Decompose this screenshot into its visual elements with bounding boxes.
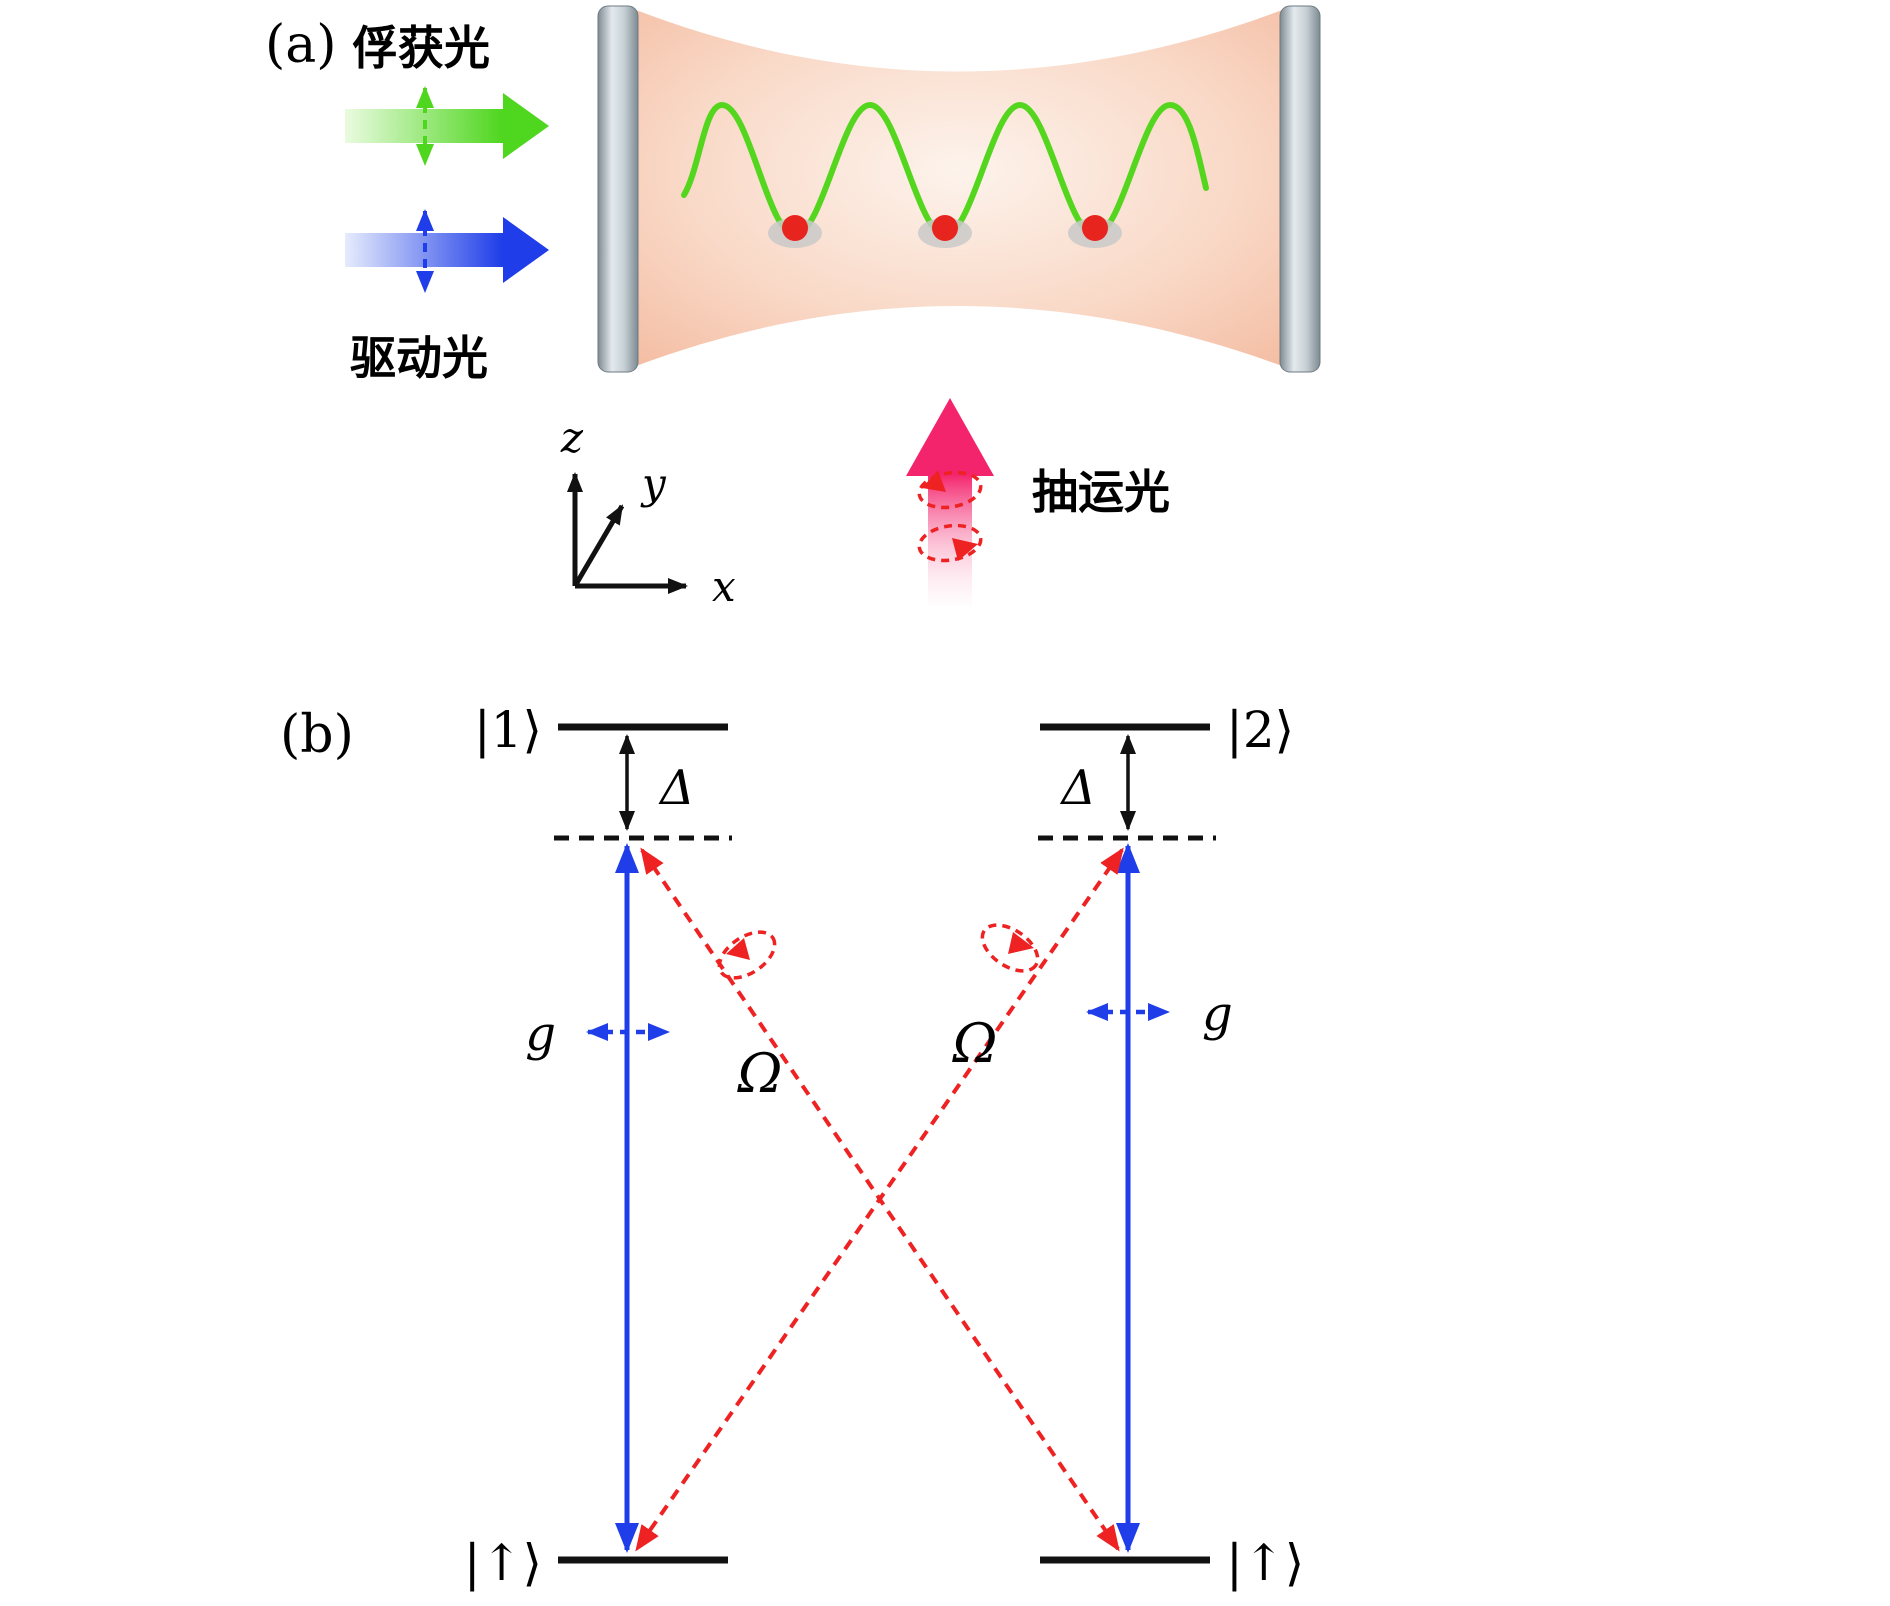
trapping-light-label: 俘获光 bbox=[352, 21, 490, 75]
cavity-mirror-right bbox=[1279, 5, 1321, 373]
rabi-label-left: Ω bbox=[737, 1042, 783, 1105]
atom-3 bbox=[1068, 215, 1122, 248]
axis-z-label: z bbox=[560, 413, 584, 462]
pump-polarization-ellipse-top bbox=[917, 470, 983, 510]
cavity-mode-shape bbox=[636, 10, 1282, 366]
transition-polarization-ellipse-right bbox=[980, 923, 1040, 973]
atom-dot bbox=[1082, 215, 1108, 241]
level-label-ground-right: |↑⟩ bbox=[1226, 1534, 1304, 1592]
panel-a-label: (a) bbox=[265, 15, 337, 75]
detuning-label-left: Δ bbox=[658, 760, 695, 816]
trapping-light-arrow-head bbox=[503, 93, 549, 159]
panel-a: (a) 俘获光 驱动光 bbox=[265, 5, 1321, 611]
level-label-ground-left: |↑⟩ bbox=[464, 1534, 542, 1592]
cavity-mirror-left bbox=[597, 5, 639, 373]
axis-y-label: y bbox=[640, 459, 667, 508]
coupling-label-left: g bbox=[525, 1006, 556, 1062]
atom-2 bbox=[918, 215, 972, 248]
transition-polarization-ellipse-left bbox=[717, 930, 777, 980]
transition-polarization-arrowhead-right bbox=[1008, 932, 1034, 954]
atom-1 bbox=[768, 215, 822, 248]
pump-polarization-ellipse-bottom bbox=[917, 523, 983, 563]
detuning-label-right: Δ bbox=[1059, 760, 1096, 816]
level-label-excited-1: |1⟩ bbox=[474, 701, 542, 759]
transition-polarization-arrowhead-left bbox=[726, 938, 750, 960]
atom-dot bbox=[782, 215, 808, 241]
axis-x-label: x bbox=[712, 562, 736, 611]
atom-dot bbox=[932, 215, 958, 241]
coupling-label-right: g bbox=[1202, 986, 1233, 1042]
pump-polarization-arrowhead-bottom bbox=[952, 538, 978, 561]
driving-light-label: 驱动光 bbox=[350, 331, 488, 385]
pump-transition-right-to-left bbox=[635, 847, 1124, 1552]
pump-light-arrow-body bbox=[928, 474, 972, 606]
axis-y-line bbox=[572, 504, 625, 588]
pump-polarization-arrowhead-top bbox=[922, 470, 946, 492]
panel-b: (b) |1⟩ |2⟩ Δ Δ |↑⟩ |↑⟩ g g bbox=[280, 701, 1304, 1592]
pump-light-label: 抽运光 bbox=[1032, 465, 1170, 519]
driving-light-arrow-head bbox=[503, 217, 549, 283]
pump-light-arrow-head bbox=[906, 398, 994, 476]
panel-b-label: (b) bbox=[280, 705, 354, 765]
rabi-label-right: Ω bbox=[952, 1012, 998, 1075]
level-label-excited-2: |2⟩ bbox=[1226, 701, 1294, 759]
coordinate-axes bbox=[567, 472, 688, 594]
